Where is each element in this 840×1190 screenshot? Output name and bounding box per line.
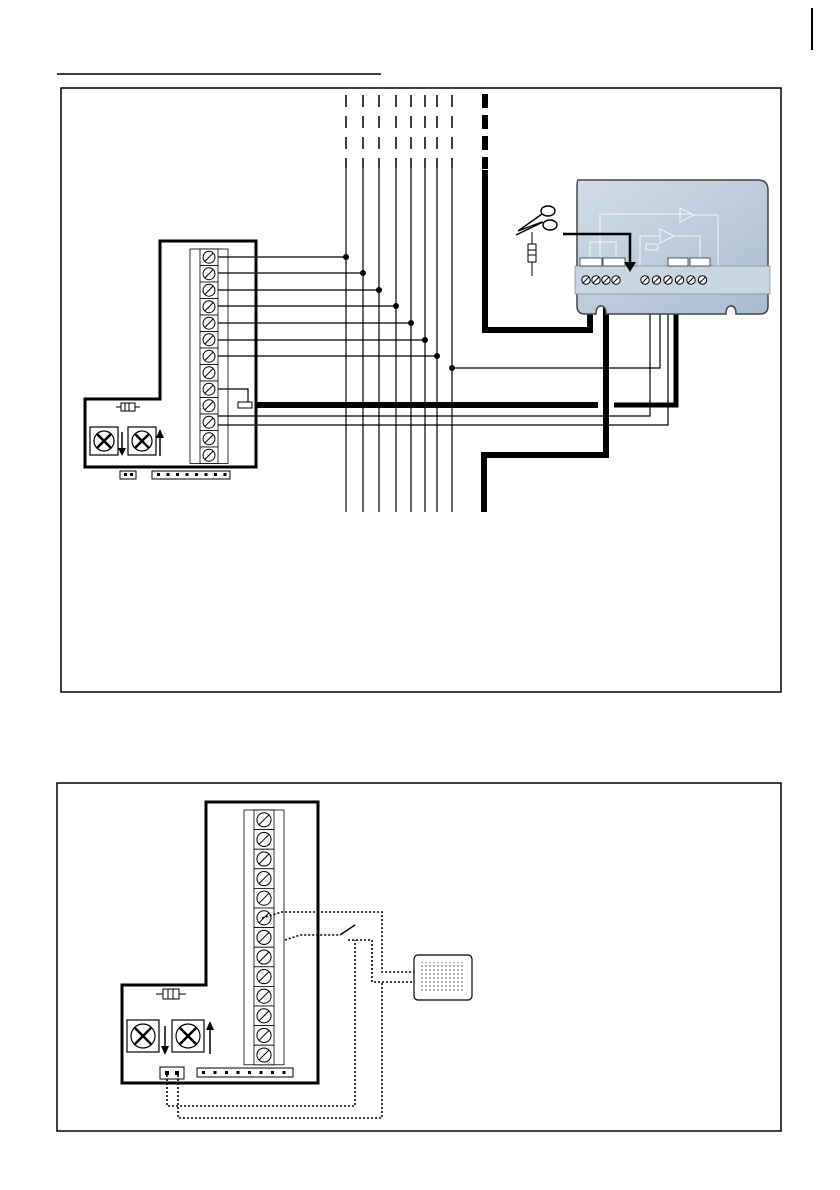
connector-pin	[224, 473, 227, 476]
scissors-icon	[516, 206, 557, 235]
terminal-screw	[200, 447, 218, 464]
trimmer-icon	[172, 1020, 204, 1052]
terminal-screw	[200, 398, 218, 415]
terminal-screw	[254, 810, 274, 830]
connector-strip	[152, 471, 230, 479]
trimmer-icon	[128, 427, 156, 455]
terminal-block	[244, 810, 284, 1065]
terminal-screw	[254, 1026, 274, 1046]
connector-pin	[248, 1071, 251, 1074]
terminal-screw	[254, 947, 274, 967]
arrow-up-icon	[206, 1021, 214, 1054]
terminal-screw	[200, 348, 218, 365]
connector-pin	[157, 473, 160, 476]
terminal-screw	[254, 830, 274, 850]
terminal-screw	[200, 266, 218, 283]
terminal-screw	[200, 365, 218, 382]
terminal-screw	[254, 1045, 274, 1065]
junction-dot	[449, 365, 455, 371]
connector-pin	[283, 1071, 286, 1074]
trimmer-icon	[90, 427, 118, 455]
arrow-down-icon	[118, 432, 126, 456]
terminal-screw	[200, 431, 218, 448]
junction-dot	[408, 320, 414, 326]
speaker-grille-icon	[414, 955, 472, 1000]
trimmer-icon	[127, 1020, 159, 1052]
junction-dot	[360, 270, 366, 276]
terminal-screw	[200, 249, 218, 266]
connector-pin	[186, 473, 189, 476]
switch-icon	[340, 925, 355, 935]
junction-dot	[376, 287, 382, 293]
terminal-screw	[200, 282, 218, 299]
connector-pin	[167, 473, 170, 476]
resistor-icon	[116, 403, 140, 411]
terminal-screw	[254, 986, 274, 1006]
connector-pin	[214, 1071, 217, 1074]
jumper	[160, 1067, 184, 1079]
resistor-icon	[156, 989, 186, 999]
junction-dot	[343, 254, 349, 260]
terminal-screw	[200, 332, 218, 349]
jumper	[120, 471, 136, 479]
main-cable	[485, 92, 590, 330]
board-cable-right	[614, 310, 676, 405]
terminal-screw	[200, 414, 218, 431]
terminal-screw	[254, 849, 274, 869]
connector-pin	[202, 1071, 205, 1074]
arrow-up-icon	[156, 429, 164, 456]
connector-pin	[260, 1071, 263, 1074]
connector-pin	[124, 473, 127, 476]
resistor-icon	[528, 232, 536, 276]
connector-pin	[195, 473, 198, 476]
terminal-screw	[200, 315, 218, 332]
terminal-screw	[254, 1006, 274, 1026]
junction-dot	[422, 337, 428, 343]
terminal-screw	[254, 967, 274, 987]
terminal-screw	[254, 928, 274, 948]
connector-pin	[225, 1071, 228, 1074]
terminal-screw	[200, 299, 218, 316]
connector-strip	[197, 1068, 293, 1077]
diagram-bottom	[57, 783, 781, 1131]
resistor-icon	[238, 402, 252, 408]
terminal-screw	[200, 381, 218, 398]
terminal-screw	[254, 888, 274, 908]
connector-pin	[176, 473, 179, 476]
connector-pin	[271, 1071, 274, 1074]
diagram-top	[61, 88, 781, 692]
dotted-wiring	[167, 912, 414, 1118]
junction-dot	[434, 353, 440, 359]
connector-pin	[130, 473, 133, 476]
terminal-screw	[254, 869, 274, 889]
connector-pin	[205, 473, 208, 476]
intercom-unit	[575, 180, 770, 314]
junction-dot	[393, 303, 399, 309]
arrow-down-icon	[161, 1026, 169, 1055]
connector-pin	[237, 1071, 240, 1074]
connector-pin	[214, 473, 217, 476]
diagram-top-frame	[61, 88, 781, 692]
